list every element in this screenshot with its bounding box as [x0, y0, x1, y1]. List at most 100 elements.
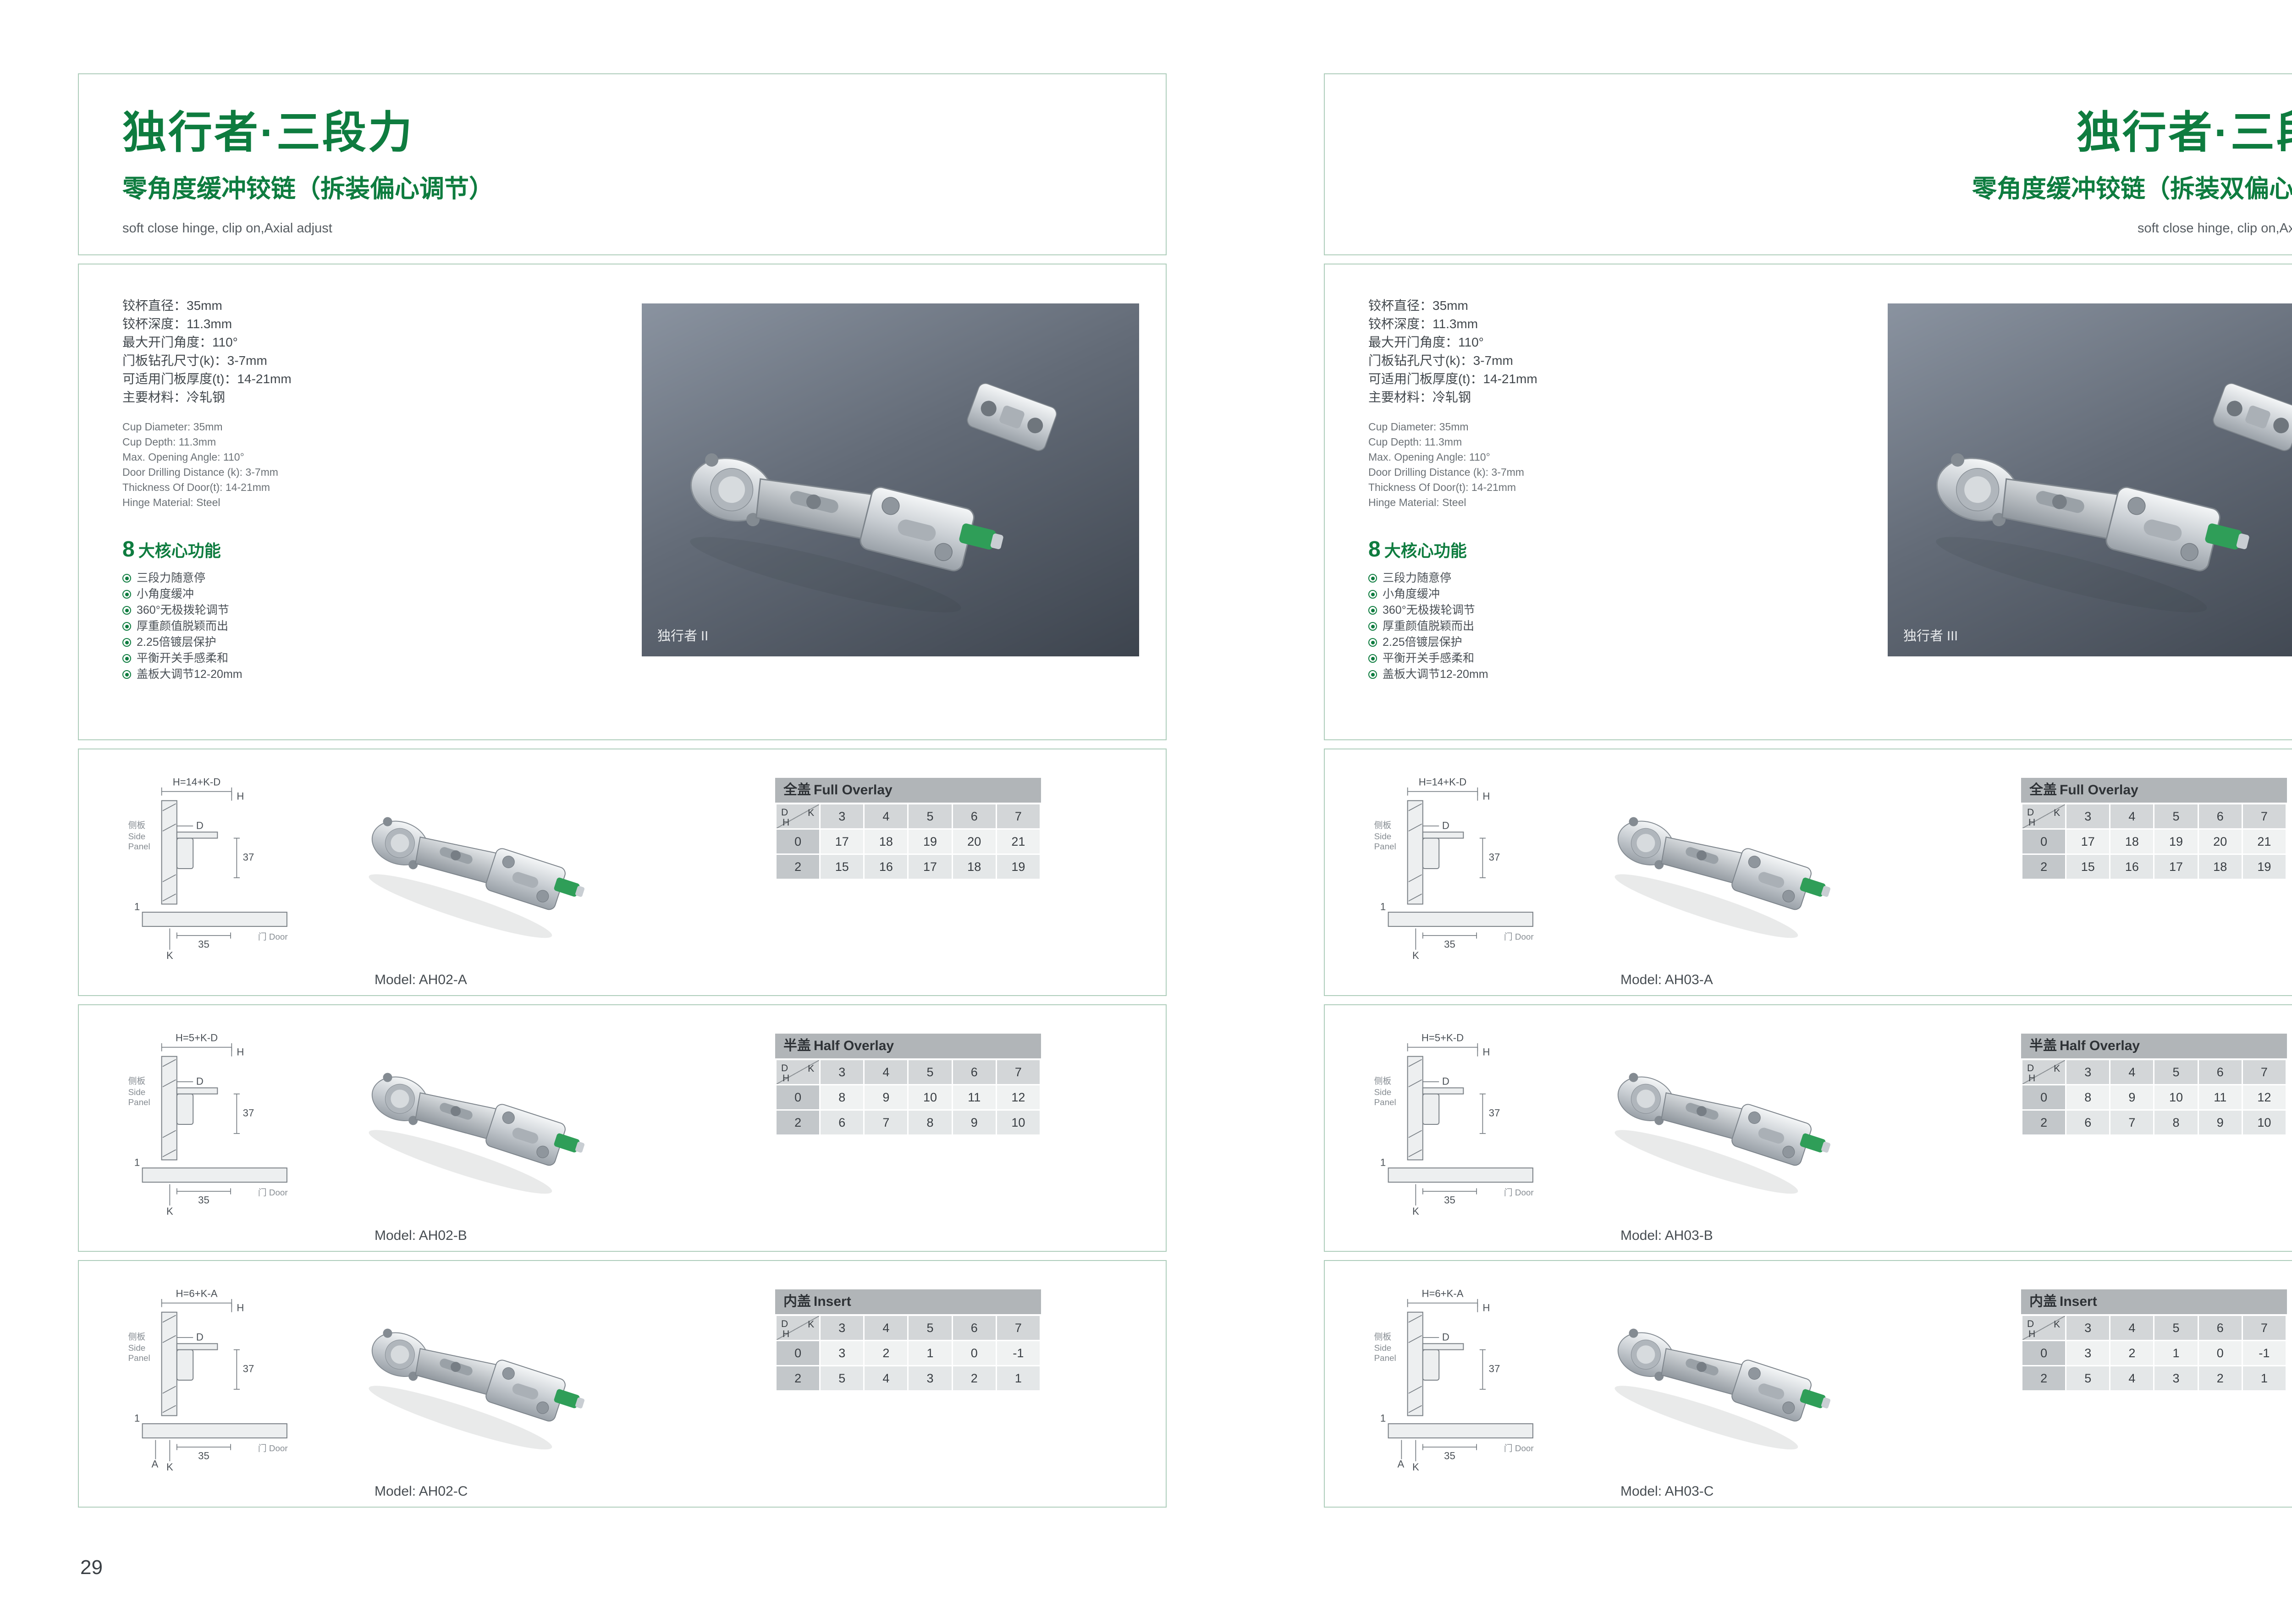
value-cell: 2 — [865, 1341, 908, 1365]
hinge-svg — [369, 1073, 585, 1194]
svg-text:H: H — [1482, 791, 1490, 802]
model-section-full-overlay: .dl{stroke:#7a8086;stroke-width:1.6;fill… — [1324, 749, 2292, 996]
feature-item-label: 小角度缓冲 — [137, 588, 194, 600]
value-cell: 3 — [2066, 1341, 2110, 1365]
drawing-svg: .dl{stroke:#7a8086;stroke-width:1.6;fill… — [128, 776, 288, 961]
value-cell: 16 — [865, 855, 908, 879]
value-cell: 19 — [997, 855, 1040, 879]
spec-en-line: Max. Opening Angle: 110° — [1368, 451, 1490, 463]
value-cell: 9 — [953, 1111, 996, 1134]
value-cell: 1 — [2242, 1366, 2286, 1390]
hinge-photo — [363, 1013, 620, 1206]
technical-drawing: .dl{stroke:#7a8086;stroke-width:1.6;fill… — [111, 1018, 349, 1236]
hinge-svg — [369, 1328, 585, 1450]
mounting-plate — [967, 383, 1057, 451]
value-cell: 8 — [2154, 1111, 2198, 1134]
feature-item-label: 平衡开关手感柔和 — [1383, 652, 1475, 665]
table-title-cn: 内盖 — [783, 1294, 811, 1309]
feature-item-label: 厚重颜值脱颖而出 — [1383, 620, 1475, 633]
value-cell: 17 — [909, 855, 952, 879]
svg-text:侧板: 侧板 — [128, 1076, 146, 1085]
svg-text:K: K — [1412, 1461, 1419, 1473]
feature-item-label: 平衡开关手感柔和 — [137, 652, 229, 665]
svg-text:Panel: Panel — [1374, 1097, 1396, 1107]
k-header-cell: 6 — [2198, 1316, 2242, 1340]
svg-text:A: A — [1398, 1458, 1405, 1470]
svg-text:K: K — [166, 1461, 173, 1473]
svg-text:H=6+K-A: H=6+K-A — [1422, 1288, 1464, 1299]
value-cell: 15 — [2066, 855, 2110, 879]
k-header-cell: 5 — [909, 1316, 952, 1340]
feature-item-label: 盖板大调节12-20mm — [1383, 668, 1488, 681]
svg-text:37: 37 — [1489, 851, 1500, 863]
table-title-cn: 内盖 — [2029, 1294, 2057, 1309]
k-header-cell: 5 — [2154, 1316, 2198, 1340]
svg-text:H: H — [237, 791, 244, 802]
value-cell: 2 — [953, 1366, 996, 1390]
spec-cn-line: 最大开门角度：110° — [1368, 335, 1484, 349]
value-cell: 2 — [2110, 1341, 2154, 1365]
svg-text:Panel: Panel — [128, 842, 150, 851]
feature-item: 三段力随意停 — [1368, 570, 2292, 586]
feature-item-label: 小角度缓冲 — [1383, 588, 1440, 600]
k-header-cell: 7 — [997, 1060, 1040, 1084]
value-cell: 3 — [2154, 1366, 2198, 1390]
k-header-cell: 6 — [2198, 804, 2242, 828]
svg-text:35: 35 — [198, 1450, 209, 1462]
value-cell: 1 — [2154, 1341, 2198, 1365]
k-header-cell: 7 — [997, 804, 1040, 828]
feature-bullet-icon — [122, 590, 131, 599]
value-cell: 18 — [2110, 830, 2154, 853]
value-cell: 19 — [2154, 830, 2198, 853]
feature-bullet-icon — [122, 654, 131, 663]
value-cell: 1 — [997, 1366, 1040, 1390]
svg-text:Panel: Panel — [1374, 842, 1396, 851]
k-header-cell: 4 — [865, 1060, 908, 1084]
row-header-cell: 2 — [777, 1111, 820, 1134]
technical-drawing: .dl{stroke:#7a8086;stroke-width:1.6;fill… — [1357, 762, 1595, 980]
k-header-cell: 3 — [2066, 804, 2110, 828]
drawing-svg: .dl{stroke:#7a8086;stroke-width:1.6;fill… — [128, 1288, 288, 1473]
k-header-cell: 6 — [953, 1060, 996, 1084]
feature-item: 盖板大调节12-20mm — [122, 666, 1166, 683]
feature-item: 360°无极拨轮调节 — [122, 602, 1166, 618]
technical-drawing: .dl{stroke:#7a8086;stroke-width:1.6;fill… — [1357, 1018, 1595, 1236]
spec-en-line: Hinge Material: Steel — [1368, 496, 1466, 508]
k-header-cell: 5 — [2154, 804, 2198, 828]
value-cell: 9 — [865, 1085, 908, 1109]
model-section-full-overlay: .dl{stroke:#7a8086;stroke-width:1.6;fill… — [78, 749, 1167, 996]
hinge-photo — [1609, 1013, 1866, 1206]
value-cell: 8 — [909, 1111, 952, 1134]
k-header-cell: 3 — [821, 1060, 864, 1084]
svg-text:H=14+K-D: H=14+K-D — [1419, 776, 1466, 788]
page-subtitle-en: soft close hinge, clip on,Axial adjust,3… — [2138, 220, 2292, 236]
page-title: 独行者·三段力 — [2077, 108, 2292, 157]
svg-text:D: D — [196, 1076, 204, 1087]
value-cell: 3 — [821, 1341, 864, 1365]
table-title-en: Full Overlay — [2060, 782, 2138, 798]
model-label: Model: AH03-A — [1620, 972, 1713, 987]
feature-item-label: 2.25倍镀层保护 — [137, 636, 216, 649]
mounting-plate — [2213, 383, 2292, 451]
spec-cn-line: 门板钻孔尺寸(k)：3-7mm — [1368, 353, 1513, 368]
svg-text:Side: Side — [1374, 1343, 1392, 1353]
table-title-cn: 半盖 — [2029, 1038, 2057, 1053]
svg-text:H=5+K-D: H=5+K-D — [1421, 1032, 1464, 1044]
spec-cn-line: 可适用门板厚度(t)：14-21mm — [122, 372, 292, 386]
svg-text:1: 1 — [1380, 901, 1386, 913]
model-label: Model: AH03-B — [1620, 1228, 1713, 1243]
